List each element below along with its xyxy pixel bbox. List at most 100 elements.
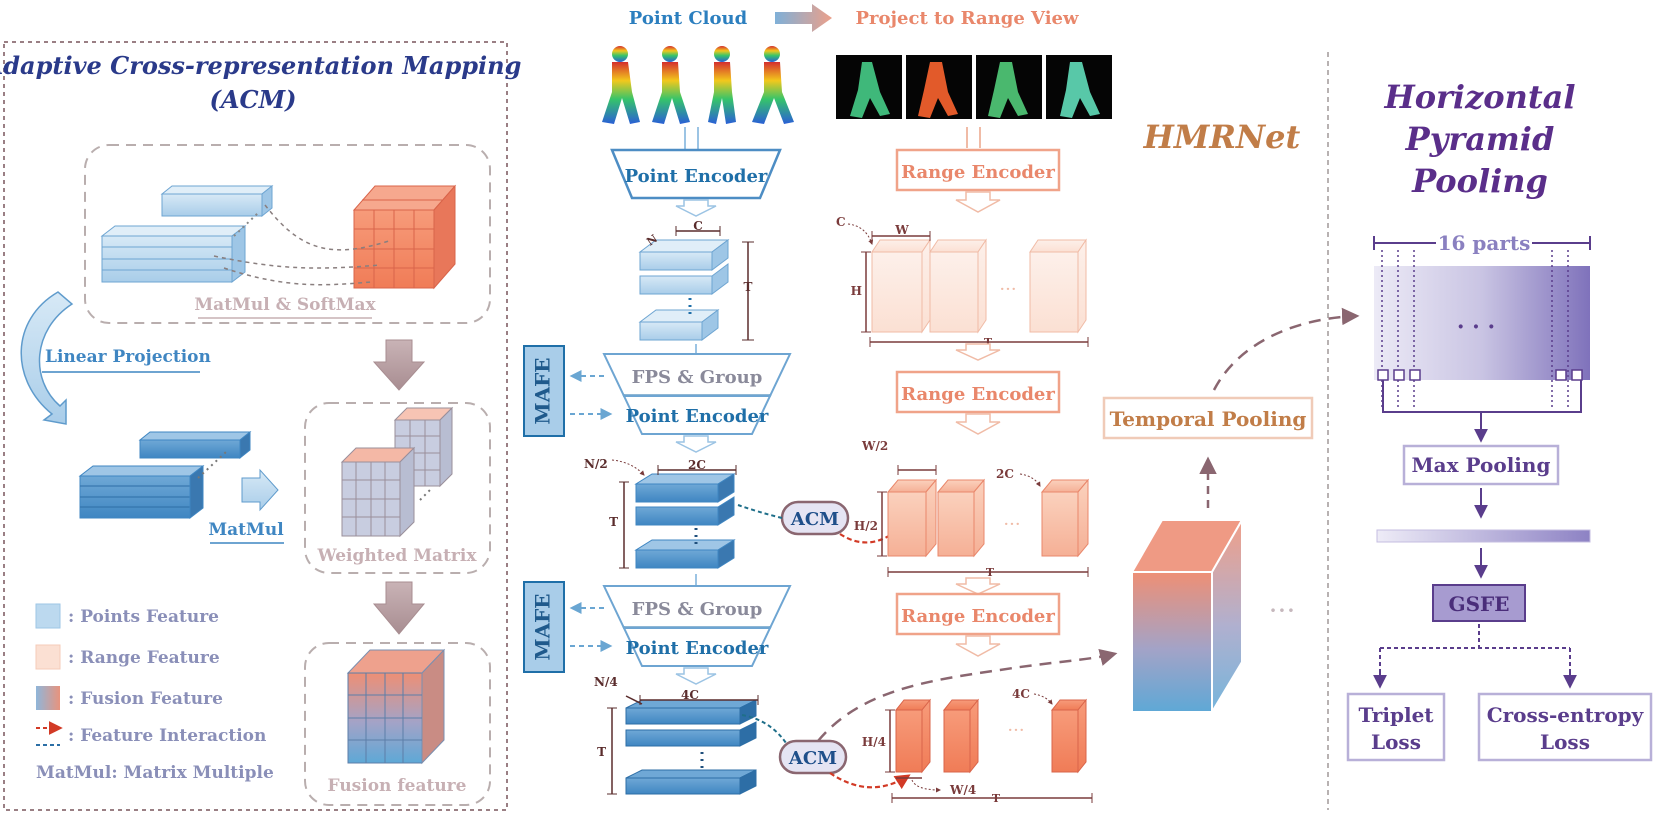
point-encoder-3 (622, 627, 772, 667)
weighted-matrix-cube-front (340, 446, 416, 538)
hpp-dots: · · · (1457, 314, 1495, 340)
matmul-softmax-label: MatMul & SoftMax (194, 295, 376, 315)
hpp-title-line2: Pyramid (1405, 120, 1555, 158)
walker-frame-1 (602, 46, 640, 124)
range-feature-block-1: ··· (871, 238, 1087, 334)
hollow-arrow-r2 (955, 413, 1001, 435)
dim-4C: 4C (681, 688, 699, 702)
gsfe-box (1432, 584, 1526, 622)
dim-W4: W/4 (949, 783, 976, 797)
max-pooling-box (1402, 444, 1560, 486)
dim-H4: H/4 (862, 735, 886, 749)
fusion-feature-box (304, 642, 491, 806)
fps-group-2-label: FPS & Group (632, 599, 763, 620)
point-encoder-1 (610, 148, 782, 200)
hollow-arrow-r3 (955, 635, 1001, 657)
hollow-arrow-p3 (675, 667, 717, 685)
dim-2C: 2C (688, 458, 706, 472)
dim-C-1: C (693, 219, 703, 233)
projected-points-stack (78, 464, 205, 520)
acm-node-2-label: ACM (788, 748, 837, 769)
range-view-frames (836, 55, 1112, 119)
dim-T-r3: T (992, 792, 1001, 805)
hpp-feature-map (1374, 266, 1590, 380)
point-encoder-2-label: Point Encoder (626, 406, 769, 427)
ce-line2: Loss (1540, 730, 1590, 754)
walker-frame-4 (752, 46, 794, 124)
dim-N2: N/2 (584, 457, 608, 471)
project-arrow (775, 4, 832, 32)
point-cloud-label: Point Cloud (629, 8, 748, 29)
range-ellipsis-3: ··· (1007, 720, 1024, 741)
point-encoder-1-label: Point Encoder (625, 166, 768, 187)
legend-points-swatch (35, 603, 61, 629)
range-ellipsis-1: ··· (999, 279, 1016, 300)
hollow-arrow-p2 (675, 435, 717, 453)
point-feature-block-3 (625, 699, 757, 795)
max-pooling-label: Max Pooling (1412, 453, 1551, 477)
matmul-label: MatMul (208, 520, 284, 540)
project-range-label: Project to Range View (856, 8, 1079, 29)
dim-W2: W/2 (861, 439, 888, 453)
range-encoder-3 (895, 592, 1061, 636)
legend-points-label: : Points Feature (68, 607, 219, 627)
range-encoder-1-label: Range Encoder (901, 162, 1055, 183)
dim-T-3: T (597, 745, 606, 759)
hpp-part-dividers (1381, 250, 1569, 410)
matmul-arrow (241, 468, 279, 512)
hpp-title-line3: Pooling (1411, 162, 1548, 200)
pooling-to-hpp-arrow (1212, 307, 1360, 391)
down-arrow-1 (372, 339, 426, 391)
fusion-ellipsis: ··· (1269, 594, 1296, 627)
point-feature-block-1 (638, 239, 730, 341)
ce-line1: Cross-entropy (1487, 703, 1645, 727)
range-feature-cube (352, 184, 457, 290)
dim-T-r2: T (986, 566, 995, 579)
hpp-parts-label: 16 parts (1438, 231, 1531, 255)
acm-node-1-label: ACM (790, 509, 839, 530)
pooled-vector (1376, 529, 1591, 543)
point-cloud-frames (602, 46, 794, 124)
dim-C-r1: C (836, 215, 846, 229)
hmrnet-label: HMRNet (1143, 118, 1301, 156)
dim-N4: N/4 (594, 675, 618, 689)
mafe-2-label: MAFE (531, 593, 555, 660)
linear-projection-label: Linear Projection (45, 347, 211, 367)
dim-T-r1: T (984, 336, 993, 349)
points-feature-bar-small (160, 184, 274, 218)
point-encoder-3-label: Point Encoder (626, 638, 769, 659)
legend-matmul-note: MatMul: Matrix Multiple (36, 763, 274, 783)
acm-panel-border (3, 41, 508, 811)
linear-projection-arrow (20, 291, 74, 425)
walker-frame-3 (708, 46, 736, 124)
dim-4C-r: 4C (1012, 687, 1030, 701)
projected-points-bar (138, 430, 252, 460)
mafe-1-label: MAFE (531, 357, 555, 424)
dim-2C-r: 2C (996, 467, 1014, 481)
fusion-output-cube (1130, 516, 1244, 716)
range-encoder-2-label: Range Encoder (901, 384, 1055, 405)
range-feature-block-2: ··· (886, 478, 1090, 558)
weighted-matrix-box (304, 402, 491, 574)
dim-H-r1: H (851, 284, 862, 298)
points-feature-stack (100, 224, 247, 284)
acm-title-line1: Adaptive Cross-representation Mapping (0, 51, 521, 80)
range-feature-block-3: ··· (894, 698, 1088, 774)
triplet-line2: Loss (1371, 730, 1421, 754)
range-encoder-1 (895, 148, 1061, 192)
fps-group-1-label: FPS & Group (632, 367, 763, 388)
legend-interaction-label: : Feature Interaction (68, 726, 266, 746)
matmul-softmax-box (84, 144, 491, 324)
weighted-matrix-label: Weighted Matrix (317, 546, 478, 566)
range-ellipsis-2: ··· (1003, 514, 1020, 535)
ce-loss-box (1477, 692, 1653, 762)
triplet-loss-box (1346, 692, 1446, 762)
legend-range-swatch (35, 644, 61, 670)
triplet-line1: Triplet (1358, 703, 1434, 727)
mafe-2 (523, 581, 565, 673)
hpp-title-line1: Horizontal (1383, 78, 1575, 116)
point-encoder-2 (622, 395, 772, 435)
hpp-part-markers (1377, 369, 1583, 381)
temporal-pooling-label: Temporal Pooling (1110, 407, 1307, 431)
